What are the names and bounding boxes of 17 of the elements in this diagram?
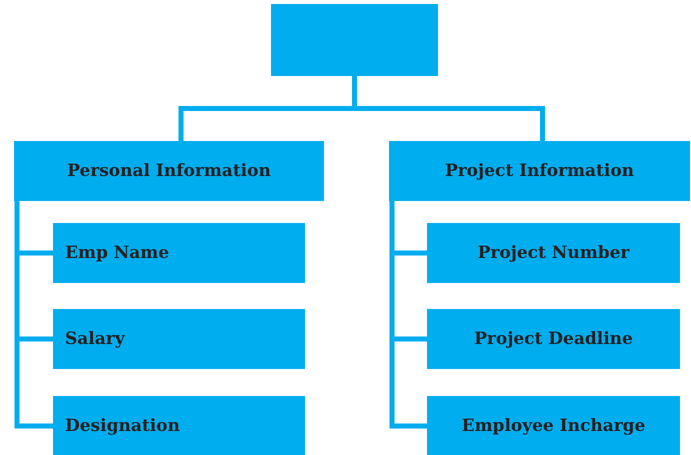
node-label: Employee Incharge — [462, 416, 646, 436]
node-label: Project Number — [478, 243, 630, 263]
node-label: Salary — [65, 329, 125, 349]
item-box — [427, 396, 680, 455]
group-box — [53, 396, 305, 455]
group-box — [53, 223, 305, 283]
item-box — [389, 141, 690, 201]
box-shape — [271, 4, 438, 76]
group-box — [53, 309, 305, 369]
node-label: Project Deadline — [474, 329, 633, 349]
item-box — [427, 309, 680, 369]
node-label: Personal Information — [67, 161, 271, 181]
group-box — [14, 141, 324, 201]
node-label: Project Information — [444, 161, 634, 181]
node-label: Designation — [65, 416, 180, 436]
item-box — [427, 223, 680, 283]
node-label: Emp Name — [65, 243, 170, 263]
